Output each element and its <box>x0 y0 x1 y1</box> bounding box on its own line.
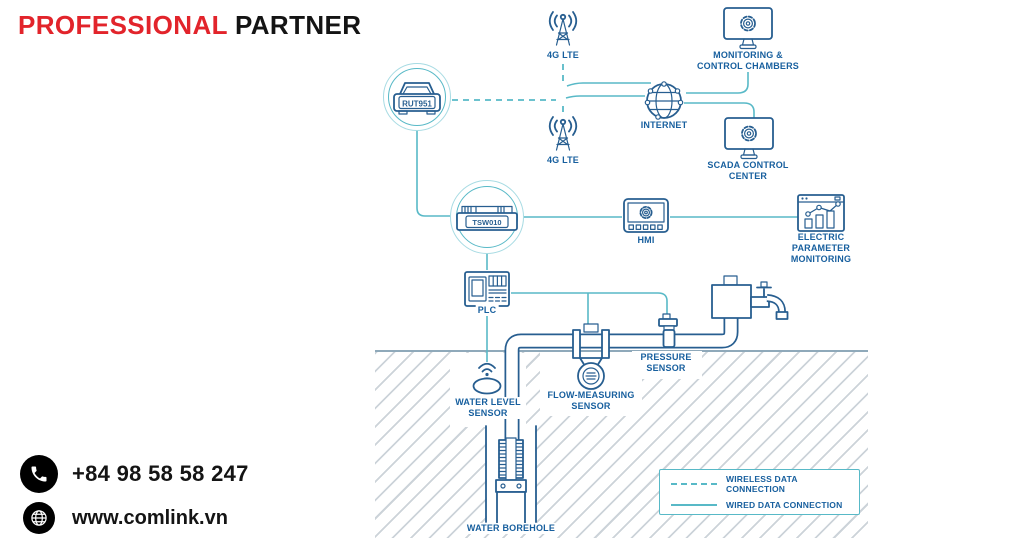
electric-monitoring-icon <box>797 194 845 232</box>
pressure-sensor-icon <box>658 313 678 348</box>
router-model-text: RUT951 <box>402 100 432 109</box>
lte-bottom-label: 4G LTE <box>544 155 582 166</box>
legend-wireless-row: WIRELESS DATA CONNECTION <box>671 474 848 494</box>
switch-model-text: TSW010 <box>472 218 501 227</box>
flow-sensor-label: FLOW-MEASURING SENSOR <box>545 390 637 412</box>
hmi-label: HMI <box>635 235 657 246</box>
monitoring-chambers-icon <box>723 7 773 50</box>
switch-icon: TSW010 <box>456 205 518 231</box>
brand-partner: PARTNER <box>234 10 362 40</box>
lte-antenna-top-icon <box>548 11 578 46</box>
router-icon: RUT951 <box>393 82 441 115</box>
wire-internet-chambers <box>686 69 749 94</box>
lte-top-label: 4G LTE <box>544 50 582 61</box>
website-url: www.comlink.vn <box>72 506 228 529</box>
scada-center-label: SCADA CONTROL CENTER <box>705 160 791 182</box>
hmi-icon <box>623 198 669 233</box>
legend-wired-row: WIRED DATA CONNECTION <box>671 500 848 510</box>
water-level-sensor-label: WATER LEVEL SENSOR <box>453 397 523 419</box>
wire-internet-scada <box>684 102 755 119</box>
lte-antenna-bottom-icon <box>548 116 578 151</box>
water-borehole-icon <box>485 425 537 525</box>
flow-sensor-icon <box>572 323 610 390</box>
plc-icon <box>464 271 510 307</box>
pressure-sensor-label: PRESSURE SENSOR <box>638 352 694 374</box>
legend-wired-label: WIRED DATA CONNECTION <box>726 500 843 510</box>
phone-number: +84 98 58 58 247 <box>72 461 249 486</box>
contact-website-row: www.comlink.vn <box>23 502 228 534</box>
legend-solid-line-sample <box>671 504 717 506</box>
wire-lte-internet-upper <box>566 82 651 87</box>
legend-box: WIRELESS DATA CONNECTION WIRED DATA CONN… <box>659 469 860 515</box>
water-level-sensor-icon <box>472 362 502 395</box>
monitoring-chambers-label: MONITORING & CONTROL CHAMBERS <box>694 50 802 72</box>
water-outlet-tap-icon <box>711 275 789 320</box>
legend-dashed-line-sample <box>671 483 717 485</box>
phone-icon <box>20 455 58 493</box>
electric-monitoring-label: ELECTRIC PARAMETER MONITORING <box>788 232 854 265</box>
wire-router-switch <box>416 131 450 217</box>
wire-lte-internet-lower <box>565 95 645 99</box>
plc-label: PLC <box>475 305 499 316</box>
wire-plc-pressure <box>511 292 668 314</box>
globe-icon <box>23 502 55 534</box>
internet-label: INTERNET <box>638 120 690 131</box>
contact-phone-row: +84 98 58 58 247 <box>20 455 249 493</box>
brand-professional: PROFESSIONAL <box>18 10 228 40</box>
legend-wireless-label: WIRELESS DATA CONNECTION <box>726 474 798 494</box>
water-borehole-label: WATER BOREHOLE <box>464 523 558 534</box>
scada-center-icon <box>724 117 774 160</box>
internet-globe-icon <box>644 81 684 120</box>
